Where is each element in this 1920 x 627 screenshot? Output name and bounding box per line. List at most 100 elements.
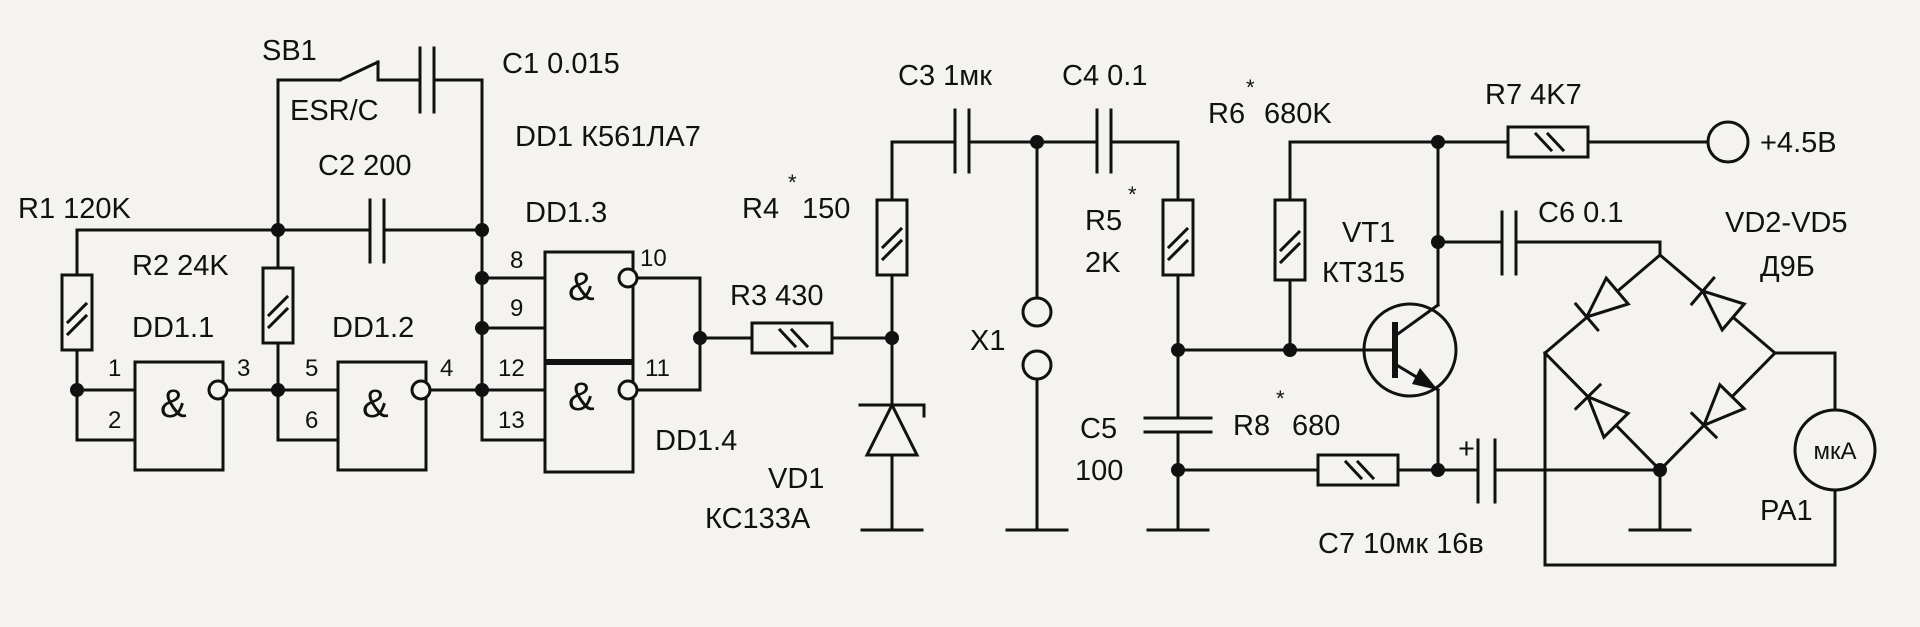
wire-c1-right-to-bus	[446, 78, 484, 232]
supply-terminal: +4.5В	[1706, 120, 1837, 164]
junction-dot	[1431, 463, 1445, 477]
resistor-r8-mark	[1355, 459, 1376, 481]
wire-gate1-inputs	[75, 388, 137, 442]
r3-label: R3 430	[730, 280, 824, 312]
vd2-vd5-label: VD2-VD5	[1725, 207, 1848, 239]
r4-value: 150	[802, 193, 850, 225]
gate-dd1-4-body	[543, 360, 635, 474]
zener-vd1: VD1 КС133А	[705, 401, 926, 535]
junction-dot	[1171, 463, 1185, 477]
vt1-collector	[1392, 302, 1441, 339]
junction-dot	[1283, 343, 1297, 357]
junction-dot	[70, 383, 84, 397]
capacitor-c3: C3 1мк	[898, 60, 992, 174]
switch-sb1: SB1 ESR/C	[262, 35, 380, 127]
capacitor-c1: C1 0.015	[418, 46, 620, 114]
pin-1-label: 1	[108, 355, 121, 382]
c7-label: C7 10мк 16в	[1318, 528, 1484, 560]
c5-label: C5	[1080, 413, 1117, 445]
capacitor-c2: C2 200	[318, 150, 412, 264]
r5-label: R5	[1085, 205, 1122, 237]
gate-dd1-4-symbol: &	[568, 375, 595, 419]
gate-dd1-4-inverter-bubble	[617, 379, 639, 401]
gate-dd1-4: & DD1.4 12 13 11	[498, 355, 737, 474]
vd2-vd5-part-label: Д9Б	[1760, 251, 1815, 283]
junction-dot	[475, 321, 489, 335]
resistor-r8-body	[1316, 453, 1400, 487]
sb1-label: SB1	[262, 35, 317, 67]
dd1-3-label: DD1.3	[525, 197, 607, 229]
c4-label: C4 0.1	[1062, 60, 1147, 92]
resistor-r8-mark	[1343, 459, 1364, 481]
resistor-r4-mark	[880, 226, 904, 250]
terminal-x1: X1	[970, 296, 1053, 381]
zener-vd1-triangle	[864, 401, 920, 457]
gate-dd1-2-inverter-bubble	[410, 379, 432, 401]
gate-dd1-1-body	[133, 360, 225, 472]
junction-dot	[1431, 135, 1445, 149]
r7-label: R7 4K7	[1485, 79, 1582, 111]
wire-r6	[1288, 140, 1440, 352]
vd1-part-label: КС133А	[705, 503, 811, 535]
resistor-r7-mark	[1545, 131, 1566, 153]
pa1-label: PA1	[1760, 495, 1813, 527]
r5-value: 2K	[1085, 247, 1121, 279]
resistor-r5-mark	[1166, 226, 1190, 250]
gate-dd1-2-body	[336, 360, 428, 472]
c1-label: C1 0.015	[502, 48, 620, 80]
dd1-2-label: DD1.2	[332, 312, 414, 344]
meter-pa1-body	[1793, 408, 1877, 492]
junction-dot	[1171, 343, 1185, 357]
dd1-chip-label: DD1 К561ЛА7	[515, 121, 701, 153]
junction-dot	[693, 331, 707, 345]
resistor-r3-mark	[777, 327, 798, 349]
junction-dot	[1431, 235, 1445, 249]
gate-dd1-1-inverter-bubble	[207, 379, 229, 401]
c2-label: C2 200	[318, 150, 412, 182]
junction-dot	[1030, 135, 1044, 149]
r4-star: *	[788, 170, 797, 195]
diode-bridge-upper-right	[1689, 275, 1747, 333]
capacitor-c6: C6 0.1	[1500, 197, 1623, 276]
junction-dot	[475, 223, 489, 237]
vd1-label: VD1	[768, 463, 824, 495]
resistor-r7: R7 4K7	[1485, 79, 1590, 159]
resistor-r2-mark	[266, 294, 290, 318]
gate-dd1-3-symbol: &	[568, 265, 595, 309]
resistor-r7-mark	[1533, 131, 1554, 153]
wire-c4-to-r5	[1109, 140, 1180, 202]
resistor-r1: R1 120K	[18, 193, 132, 352]
r6-value: 680K	[1264, 98, 1332, 130]
pin-5-label: 5	[305, 355, 318, 382]
x1-contact-bottom	[1021, 349, 1053, 381]
junction-dot	[475, 383, 489, 397]
junction-dot	[885, 331, 899, 345]
vt1-label: VT1	[1342, 217, 1395, 249]
resistor-r2-mark	[266, 306, 290, 330]
diode-triangle	[1583, 275, 1631, 320]
capacitor-c5: C5 100	[1075, 413, 1213, 487]
x1-contact-top	[1021, 296, 1053, 328]
supply-terminal-circle	[1706, 120, 1750, 164]
pin-9-label: 9	[510, 295, 523, 322]
wire-c6-to-bridge	[1514, 240, 1662, 257]
vt1-part-label: КТ315	[1322, 257, 1405, 289]
r8-star: *	[1276, 386, 1285, 411]
gate-dd1-3: & DD1.3 8 9 10	[510, 197, 667, 364]
diode-bridge-lower-left	[1573, 382, 1631, 440]
dd1-1-label: DD1.1	[132, 312, 214, 344]
wire-gate2-inputs	[276, 388, 340, 442]
resistor-r5: R5 * 2K	[1085, 182, 1195, 279]
resistor-r3: R3 430	[730, 280, 834, 355]
r5-star: *	[1128, 182, 1137, 207]
diode-triangle	[1585, 393, 1631, 440]
zener-vd1-bar	[858, 403, 926, 418]
pin-8-label: 8	[510, 247, 523, 274]
c6-label: C6 0.1	[1538, 197, 1623, 229]
c3-label: C3 1мк	[898, 60, 992, 92]
r1-label: R1 120K	[18, 193, 132, 225]
sb1-mode-label: ESR/C	[290, 95, 379, 127]
r2-label: R2 24K	[132, 250, 229, 282]
capacitor-c7: + C7 10мк 16в	[1318, 433, 1497, 560]
